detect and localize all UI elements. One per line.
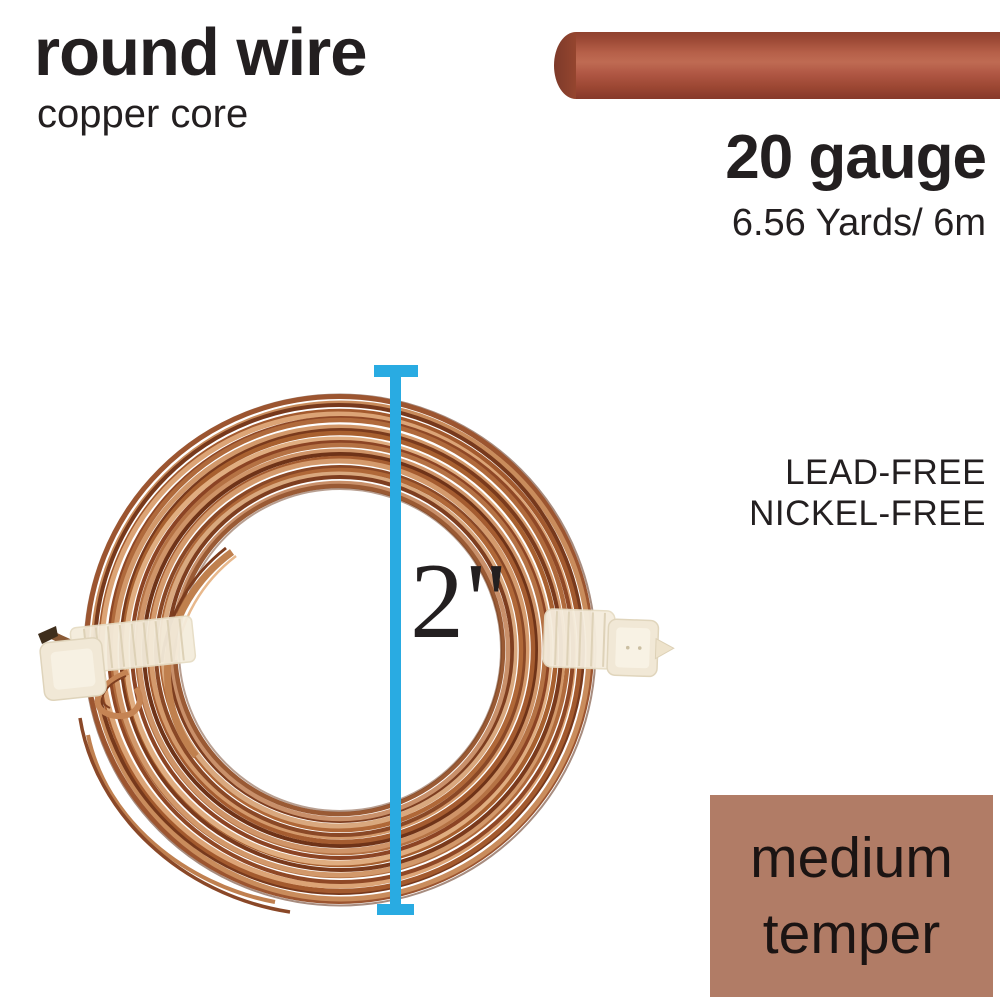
gauge-label: 20 gauge (725, 123, 987, 192)
product-subtitle: copper core (37, 92, 249, 136)
measure-line-vertical (390, 365, 401, 915)
feature-nickel-free: NICKEL-FREE (749, 494, 986, 534)
feature-list: LEAD-FREE NICKEL-FREE (749, 452, 986, 535)
temper-box: medium temper (710, 795, 993, 997)
loose-strand (86, 734, 276, 904)
temper-line-2: temper (762, 902, 941, 966)
diameter-measure-line (374, 365, 418, 915)
cable-tie-right (542, 608, 675, 678)
rod-body (576, 32, 1000, 99)
product-title: round wire (34, 15, 367, 90)
measure-cap-bottom (377, 904, 414, 915)
feature-lead-free: LEAD-FREE (785, 453, 986, 492)
copper-wire-coil-photo (38, 393, 675, 914)
wire-rod-swatch (554, 32, 1000, 99)
cable-tie-left (39, 615, 197, 702)
length-label: 6.56 Yards/ 6m (731, 202, 986, 244)
diameter-label: 2" (410, 542, 509, 661)
temper-line-1: medium (750, 825, 953, 890)
loose-strand (78, 717, 291, 914)
